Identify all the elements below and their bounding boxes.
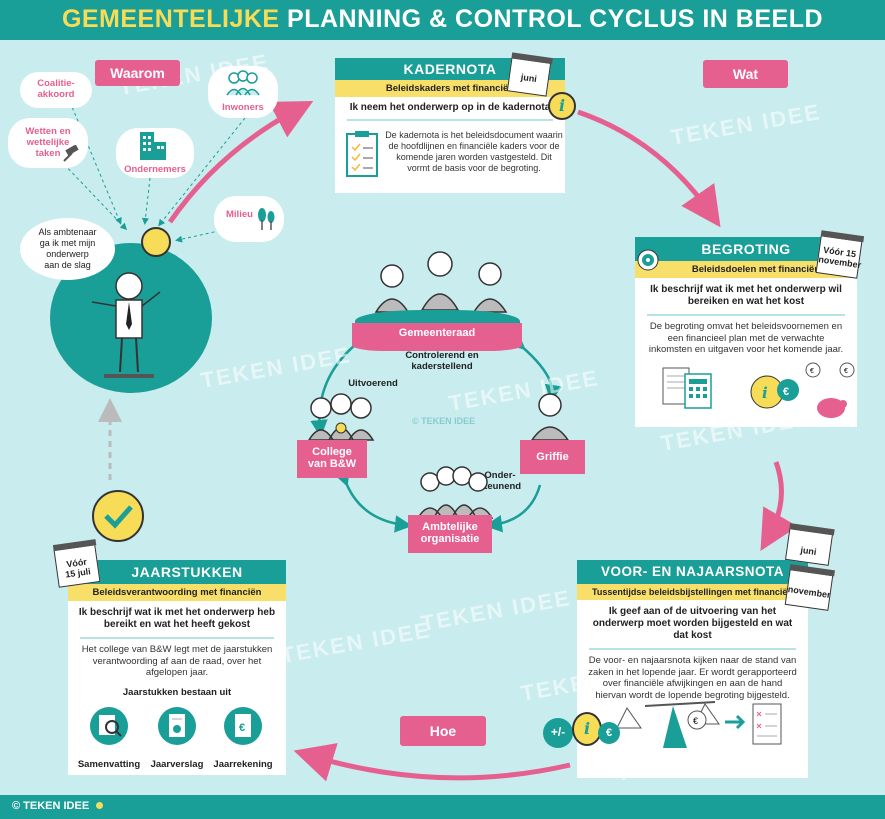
card-subtitle: Tussentijdse beleidsbijstellingen met fi… [577, 584, 808, 600]
banner-gemeenteraad: Gemeenteraad [352, 323, 522, 351]
griffie-figure [531, 393, 569, 440]
magnifier-icon [90, 707, 128, 745]
card-lead: Ik neem het onderwerp op in de kadernota [349, 102, 551, 113]
balance-illustration: € [616, 701, 782, 748]
footer-bar: © TEKEN IDEE [0, 795, 885, 819]
svg-text:€: € [693, 716, 698, 726]
report-icon [158, 707, 196, 745]
calendar-najaarsnota-november: november [784, 569, 834, 611]
college-figures [307, 393, 375, 441]
arrow-to-jaarstukken [293, 743, 571, 782]
target-icon [637, 249, 659, 271]
svg-text:€: € [844, 368, 848, 375]
role-controlerend: Controlerend en kaderstellend [405, 350, 479, 372]
arrow-to-najaarsnota [760, 461, 798, 551]
euro-icon: € [598, 722, 620, 744]
card-subtitle: Beleidsdoelen met financiën [635, 261, 857, 278]
header-bar: GEMEENTELIJKE PLANNING & CONTROL CYCLUS … [0, 0, 885, 40]
tree-icon [256, 206, 276, 232]
pill-hoe: Hoe [400, 716, 486, 746]
page-title: GEMEENTELIJKE PLANNING & CONTROL CYCLUS … [61, 5, 824, 33]
footer-copyright: © TEKEN IDEE [12, 800, 90, 812]
calendar-najaarsnota-juni: juni [784, 528, 834, 566]
item-jaarverslag: Jaarverslag [150, 759, 204, 770]
gavel-icon [60, 144, 82, 163]
info-bulb-icon: i [548, 92, 576, 120]
calendar-begroting: Vóór 15 november [815, 235, 863, 279]
banner-ambtelijke-organisatie: Ambtelijke organisatie [408, 515, 492, 553]
arrow-to-kadernota [167, 101, 314, 224]
checklist-icon [346, 131, 378, 177]
card-subtitle: Beleidsverantwoording met financiën [68, 584, 286, 601]
card-jaarstukken: JAARSTUKKEN Beleidsverantwoording met fi… [68, 560, 286, 775]
svg-text:i: i [762, 384, 768, 402]
card-text: De voor- en najaarsnota kijken naar de s… [588, 655, 797, 701]
card-lead: Ik beschrijf wat ik met het onderwerp wi… [650, 284, 842, 307]
pill-wat: Wat [703, 60, 788, 88]
card-title: JAARSTUKKEN [68, 560, 286, 584]
cloud-coalitieakkoord: Coalitie- akkoord [20, 72, 92, 108]
card-lead: Ik geef aan of de uitvoering van het ond… [592, 606, 793, 641]
svg-text:€: € [783, 386, 789, 398]
speech-bubble: Als ambtenaar ga ik met mijn onderwerp a… [20, 218, 115, 280]
svg-text:€: € [239, 722, 245, 734]
role-uitvoerend: Uitvoerend [348, 378, 398, 389]
bulb-dot-icon [96, 802, 104, 809]
budget-illustration: i € € € [662, 362, 855, 418]
card-title: VOOR- EN NAJAARSNOTA [577, 560, 808, 584]
item-jaarrekening: Jaarrekening [213, 759, 273, 770]
checkmark-bulb-icon [92, 490, 144, 542]
banner-griffie: Griffie [520, 440, 585, 474]
card-najaarsnota: VOOR- EN NAJAARSNOTA Tussentijdse beleid… [577, 560, 808, 778]
card-text: De begroting omvat het beleidsvoornemen … [648, 321, 844, 355]
accounts-icon: € [224, 707, 262, 745]
role-ondersteunend: Onder- steunend [478, 470, 522, 492]
arrow-to-begroting [577, 109, 721, 228]
building-icon [136, 130, 170, 160]
card-title: KADERNOTA [335, 58, 565, 80]
card-text: Het college van B&W legt met de jaarstuk… [81, 644, 273, 678]
organisation-figures [416, 466, 494, 519]
cloud-wetten: Wetten en wettelijke taken [8, 118, 88, 168]
card-lead: Ik beschrijf wat ik met het onderwerp he… [78, 607, 276, 630]
banner-college: College van B&W [297, 440, 367, 478]
card-kadernota: KADERNOTA Beleidskaders met financiën Ik… [335, 58, 565, 193]
civil-servant-figure [91, 272, 161, 378]
people-icon [224, 70, 262, 96]
council-figures [374, 251, 508, 313]
calendar-jaarstukken: Vóór 15 juli [53, 544, 101, 588]
svg-text:€: € [810, 368, 814, 375]
item-samenvatting: Samenvatting [77, 759, 141, 770]
lightbulb-icon [141, 227, 171, 257]
card-text: De kadernota is het beleidsdocument waar… [385, 130, 563, 173]
watermark-small: © TEKEN IDEE [412, 416, 476, 426]
pill-waarom: Waarom [95, 60, 180, 86]
calendar-kadernota: juni [506, 57, 552, 97]
consists-label: Jaarstukken bestaan uit [122, 687, 232, 698]
plus-minus-icon: +/- [543, 718, 573, 748]
